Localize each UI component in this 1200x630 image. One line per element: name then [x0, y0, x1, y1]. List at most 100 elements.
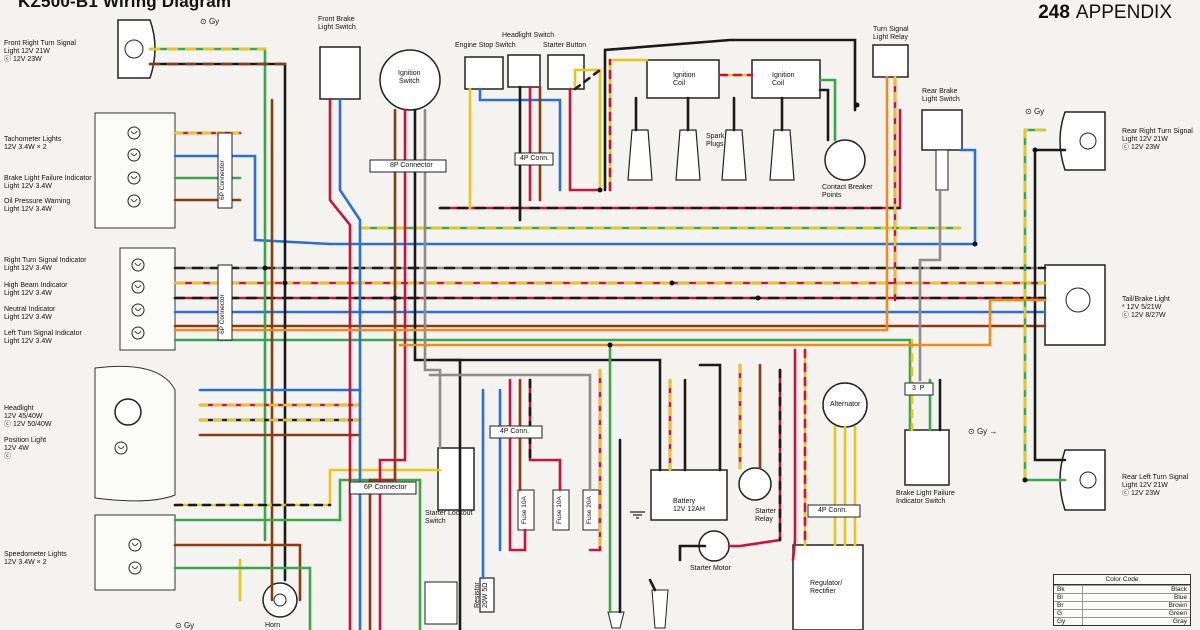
label-position-light-l2: 12V 4W: [4, 445, 29, 452]
contact-breaker: [824, 139, 866, 181]
label-headlight-switch: Headlight Switch: [502, 32, 554, 40]
rear-right-turn-lamp: [1059, 111, 1106, 171]
label-right-turn-ind-l2: Light 12V 3.4W: [4, 265, 52, 272]
label-ignition-coil-1-l2: Coil: [673, 80, 686, 87]
label-headlight-l3: ⓒ 12V 50/40W: [4, 421, 52, 428]
legend-name: Blue: [1082, 593, 1190, 602]
label-front-brake-l2: Light Switch: [318, 24, 356, 31]
speedometer-panel: [94, 514, 176, 591]
label-tail-brake-l1: Tail/Brake Light: [1122, 296, 1170, 303]
headlight-switch: [507, 54, 541, 88]
label-regulator: Regulator/Rectifier: [810, 580, 842, 596]
label-connector-6p-b: 6P Connector: [219, 294, 226, 334]
label-speedometer-l2: 12V 3.4W × 2: [4, 559, 47, 566]
spark-plugs: [627, 129, 795, 181]
label-rear-left-turn-l1: Rear Left Turn Signal: [1122, 474, 1189, 481]
label-brake-failure-switch-l1: Brake Light Failure: [896, 490, 955, 497]
label-battery-l1: Battery: [673, 498, 696, 505]
label-ignition-coil-1-l1: Ignition: [673, 72, 696, 79]
connectors: [217, 132, 934, 518]
label-brake-failure-switch-l2: Indicator Switch: [896, 498, 946, 505]
label-starter-lockout-l1: Starter Lockout: [425, 510, 473, 517]
headlight-unit: [94, 365, 176, 502]
label-resistor-l1: Resistor: [474, 582, 481, 608]
label-tachometer-l2: 12V 3.4W × 2: [4, 144, 47, 151]
ground-mark-2: ⊙ Gy: [175, 621, 195, 630]
label-position-light-l3: ⓒ: [4, 453, 11, 460]
ground-mark-1: ⊙ Gy: [200, 17, 220, 26]
label-rear-brake-l1: Rear Brake: [922, 88, 958, 95]
label-speedometer-l1: Speedometer Lights: [4, 551, 67, 558]
label-alternator: Alternator: [830, 401, 860, 409]
ground-mark-3-text: Gy: [1033, 107, 1045, 116]
label-front-right-turn-l3: ⓒ 12V 23W: [4, 56, 42, 63]
ground-mark-2-text: Gy: [183, 621, 195, 630]
rear-left-turn-lamp: [1059, 449, 1106, 511]
label-tachometer-l1: Tachometer Lights: [4, 136, 62, 143]
label-headlight-switch-l1: Headlight Switch: [502, 32, 555, 39]
label-brake-failure-ind-l2: Light 12V 3.4W: [4, 183, 52, 190]
label-right-turn-ind-l1: Right Turn Signal Indicator: [4, 257, 87, 264]
ignition-coil-1: [646, 59, 720, 99]
ground-mark-1-text: Gy: [208, 17, 220, 26]
legend-code: Bl: [1054, 593, 1083, 602]
label-front-right-turn-l1: Front Right Turn Signal: [4, 40, 76, 47]
battery: [650, 469, 728, 521]
label-oil-pressure-l2: Light 12V 3.4W: [4, 206, 52, 213]
label-brake-failure-ind-l1: Brake Light Failure Indicator: [4, 175, 92, 182]
label-spark-plugs-l1: Spark: [706, 133, 725, 140]
legend-name: Brown: [1082, 601, 1190, 610]
label-contact-breaker-l2: Points: [822, 192, 842, 199]
label-regulator-l2: Rectifier: [810, 588, 836, 595]
label-ignition-switch-l1: Ignition: [398, 70, 421, 77]
label-left-turn-ind-l2: Light 12V 3.4W: [4, 338, 52, 345]
label-alternator-l1: Alternator: [830, 401, 861, 408]
label-high-beam-l2: Light 12V 3.4W: [4, 290, 52, 297]
label-oil-pressure-l1: Oil Pressure Warning: [4, 198, 71, 205]
horn: [262, 582, 298, 618]
starter-relay: [738, 467, 772, 501]
label-fuse-2: Fuse 10A: [556, 496, 563, 524]
label-starter-button: Starter Button: [543, 42, 586, 50]
label-starter-button-l1: Starter Button: [543, 42, 587, 49]
label-headlight-l1: Headlight: [4, 405, 34, 412]
label-regulator-l1: Regulator/: [810, 580, 843, 587]
starter-lockout-switch: [437, 447, 475, 511]
label-rear-right-turn-l1: Rear Right Turn Signal: [1122, 128, 1193, 135]
legend-code: Gy: [1054, 617, 1083, 625]
label-starter-motor: Starter Motor: [690, 565, 731, 573]
meter-panel-mid: [119, 247, 176, 351]
label-resistor-l2: 20W 5Ω: [482, 582, 489, 608]
label-rear-right-turn-l2: Light 12V 21W: [1122, 136, 1168, 143]
label-ignition-switch-l2: Switch: [398, 78, 420, 85]
ground-mark-4-text: Gy: [976, 427, 988, 436]
label-position-light-l1: Position Light: [4, 437, 47, 444]
meter-panel-top: [94, 112, 176, 229]
legend-name: Green: [1082, 609, 1190, 618]
label-neutral-l1: Neutral Indicator: [4, 306, 56, 313]
ground-symbols: [424, 511, 669, 629]
label-connector-6p-c: 6P Connector: [364, 484, 407, 491]
label-tail-brake-l3: ⓒ 12V 8/27W: [1122, 312, 1166, 319]
label-engine-stop-l1: Engine Stop Switch: [455, 42, 516, 49]
label-rear-left-turn-l3: ⓒ 12V 23W: [1122, 490, 1160, 497]
